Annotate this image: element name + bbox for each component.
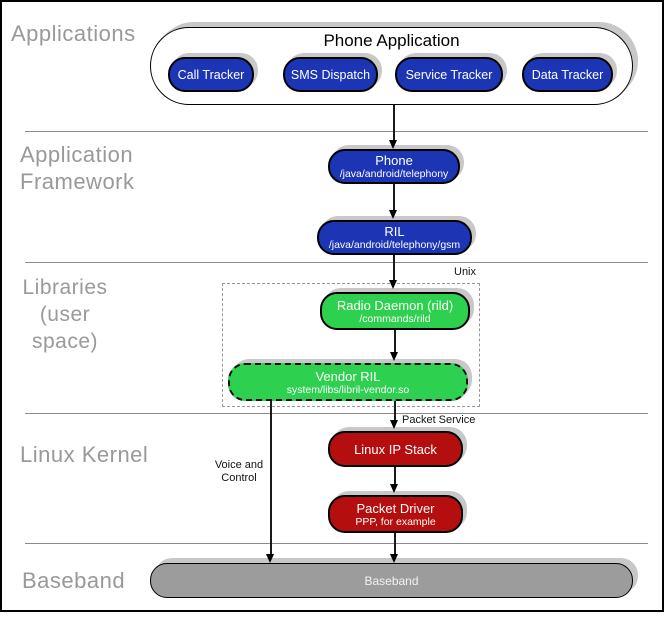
pill-call-tracker: Call Tracker (168, 57, 254, 92)
layer-label-baseband: Baseband (22, 568, 126, 593)
node-linux-ip-stack: Linux IP Stack (328, 431, 463, 467)
layer-label-application-framework-line1: Application (20, 142, 134, 167)
node-vendor-ril-title: Vendor RIL (315, 368, 381, 384)
arrowhead-ipstack-packetdriver (390, 484, 398, 493)
arrow-line-vendorril-ipstack (394, 401, 396, 421)
node-linux-ip-stack-title: Linux IP Stack (354, 441, 437, 457)
arrow-line-packetdriver-baseband (394, 533, 396, 555)
layer-label-application-framework: Application Framework (20, 141, 135, 195)
arrow-line-appcontainer-phone (393, 105, 395, 141)
layer-label-libraries-line2: (user space) (31, 303, 99, 353)
pill-sms-dispatch: SMS Dispatch (283, 57, 378, 92)
node-packet-driver: Packet Driver PPP, for example (328, 495, 463, 533)
arrowhead-packetdriver-baseband (390, 554, 398, 563)
node-radio-daemon: Radio Daemon (rild) /commands/rild (320, 292, 470, 330)
node-packet-driver-title: Packet Driver (356, 500, 435, 516)
packet-service-label: Packet Service (402, 414, 476, 426)
divider-framework-libraries (25, 262, 648, 263)
node-phone: Phone /java/android/telephony (328, 149, 460, 184)
divider-kernel-baseband (25, 543, 648, 544)
arrow-line-radiodaemon-vendorril (394, 330, 396, 353)
layer-label-applications: Applications (11, 21, 136, 46)
node-phone-subtitle: /java/android/telephony (339, 168, 449, 180)
node-radio-daemon-title: Radio Daemon (rild) (336, 297, 454, 313)
voice-control-label-line1: Voice and (214, 459, 264, 471)
node-radio-daemon-subtitle: /commands/rild (359, 312, 431, 325)
voice-control-label-line2: Control (221, 472, 257, 484)
layer-label-libraries: Libraries (user space) (4, 274, 126, 355)
unix-dashed-box (222, 283, 480, 407)
unix-label: Unix (454, 266, 477, 278)
node-ril-subtitle: /java/android/telephony/gsm (328, 239, 461, 251)
arrowhead-ril-radiodaemon (389, 280, 397, 289)
node-ril: RIL /java/android/telephony/gsm (317, 220, 472, 255)
divider-applications-framework (25, 131, 648, 132)
layer-label-linux-kernel: Linux Kernel (20, 442, 149, 467)
arrowhead-radiodaemon-vendorril (390, 352, 398, 361)
layer-label-application-framework-line2: Framework (20, 169, 135, 194)
node-vendor-ril-subtitle: system/libs/libril-vendor.so (286, 383, 410, 396)
node-ril-title: RIL (384, 224, 405, 239)
arrowhead-appcontainer-phone (389, 140, 397, 149)
arrowhead-vendorril-baseband (266, 554, 274, 563)
phone-application-title: Phone Application (323, 31, 460, 50)
baseband-bar: Baseband (150, 563, 633, 598)
arrow-line-vendorril-baseband (270, 401, 272, 555)
node-vendor-ril: Vendor RIL system/libs/libril-vendor.so (228, 363, 468, 401)
layer-label-libraries-line1: Libraries (22, 276, 108, 299)
arrow-line-ril-radiodaemon (393, 255, 395, 281)
voice-control-label: Voice and Control (204, 459, 274, 485)
arrow-line-phone-ril (393, 184, 395, 211)
pill-service-tracker: Service Tracker (395, 57, 503, 92)
divider-libraries-kernel (25, 413, 648, 414)
pill-data-tracker: Data Tracker (522, 57, 613, 92)
arrow-line-ipstack-packetdriver (394, 467, 396, 485)
arrowhead-phone-ril (389, 210, 397, 219)
node-phone-title: Phone (375, 153, 413, 168)
node-packet-driver-subtitle: PPP, for example (355, 515, 436, 528)
arrowhead-vendorril-ipstack (390, 420, 398, 429)
baseband-bar-label: Baseband (364, 573, 419, 588)
